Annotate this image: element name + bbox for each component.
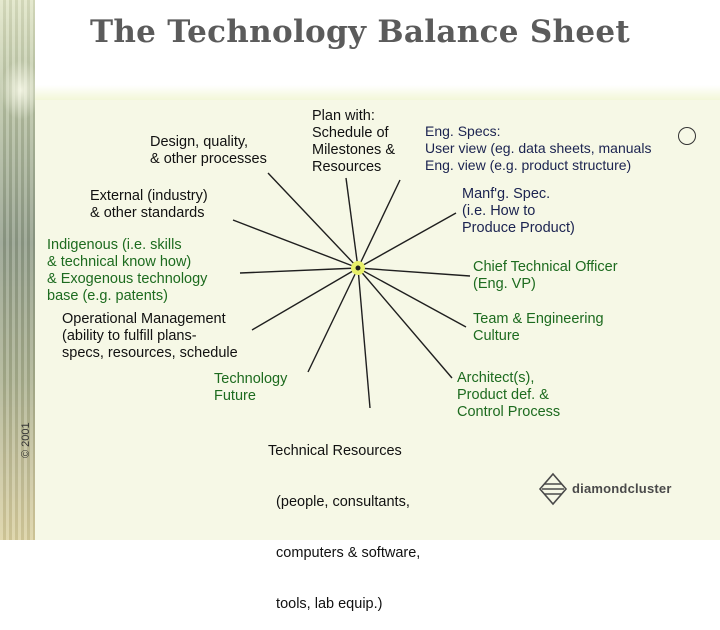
spoke-plan (345, 177, 359, 269)
spoke-design (267, 172, 359, 269)
label-technical-resources: Technical Resources (people, consultants… (268, 443, 421, 612)
label-operational-management: Operational Management (ability to fulfi… (62, 311, 238, 361)
slide-title: The Technology Balance Sheet (89, 14, 631, 50)
label-plan: Plan with: Schedule of Milestones & Reso… (312, 108, 396, 175)
spoke-future (307, 267, 359, 373)
spoke-external (232, 219, 359, 269)
spoke-resources (357, 267, 371, 409)
spoke-architect (357, 267, 453, 379)
spoke-culture (357, 267, 467, 328)
spoke-eng-specs (357, 179, 401, 269)
label-eng-specs: Eng. Specs: User view (eg. data sheets, … (425, 123, 652, 173)
left-photo-strip (0, 0, 35, 540)
spoke-manufacturing (357, 212, 457, 269)
label-manufacturing-spec: Manf'g. Spec. (i.e. How to Produce Produ… (462, 186, 575, 236)
label-external-standards: External (industry) & other standards (90, 188, 208, 221)
label-team-culture: Team & Engineering Culture (473, 311, 604, 344)
spoke-operational (251, 267, 359, 331)
spoke-cto (357, 267, 471, 277)
label-design-quality: Design, quality, & other processes (150, 134, 267, 167)
label-chief-technical-officer: Chief Technical Officer (Eng. VP) (473, 259, 618, 292)
diamondcluster-logo: diamondcluster (538, 472, 688, 506)
label-indigenous: Indigenous (i.e. skills & technical know… (47, 237, 208, 304)
label-architect: Architect(s), Product def. & Control Pro… (457, 370, 561, 420)
logo-text: diamondcluster (572, 481, 672, 496)
diamond-logo-icon (538, 472, 568, 506)
diagram-area (35, 100, 720, 540)
spoke-indigenous (239, 267, 359, 274)
header-band (35, 85, 720, 100)
spoke-diagram (232, 172, 471, 409)
annotation-circle (678, 127, 696, 145)
label-technology-future: Technology Future (214, 371, 288, 404)
slide-header: The Technology Balance Sheet (0, 0, 720, 100)
hub-center (355, 265, 361, 271)
